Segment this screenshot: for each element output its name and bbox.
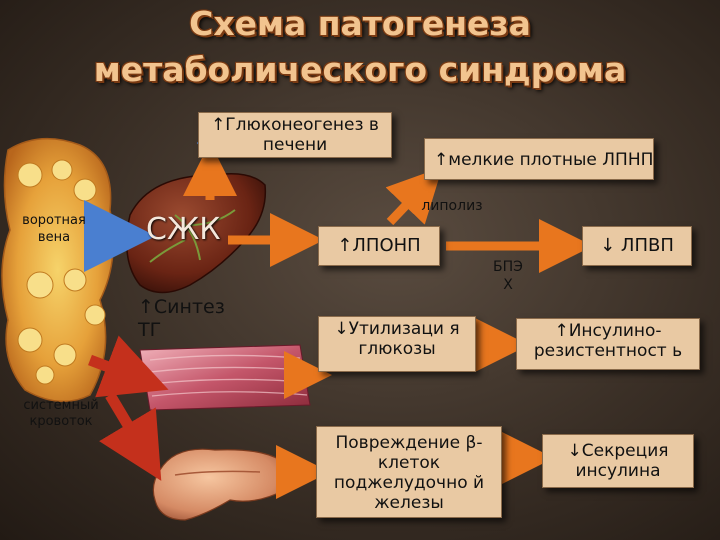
box-small-dense-ldl: ↑мелкие плотные ЛПНП	[424, 138, 654, 182]
box-hdl: ↓ ЛПВП	[582, 226, 692, 266]
box-insulin-resistance: ↑Инсулино- резистентност ь	[516, 318, 700, 370]
arrow-systemic-to-pancreas	[99, 392, 162, 481]
box-beta-cell-damage: Повреждение β-клеток поджелудочно й желе…	[316, 426, 502, 518]
box-small-dense-ldl-bg	[424, 138, 654, 180]
label-tg-synthesis: ↑Синтез ТГ	[138, 296, 225, 341]
label-cetp: БПЭ Х	[493, 259, 523, 293]
pancreas-image	[152, 448, 292, 521]
label-ffa: СЖК	[146, 212, 221, 247]
label-lipolysis: липолиз	[421, 198, 483, 214]
arrow-systemic-to-muscle	[88, 335, 169, 398]
label-portal-vein: воротная вена	[22, 213, 86, 245]
arrow-vldl-to-ldl	[385, 166, 443, 226]
title-line-1: Схема патогенеза	[189, 4, 531, 43]
title-line-2: метаболического синдрома	[93, 50, 627, 89]
label-systemic-circulation: системный кровоток	[23, 398, 99, 429]
box-gluconeogenesis: ↑Глюконеогенез в печени	[198, 112, 392, 158]
box-insulin-secretion: ↓Секреция инсулина	[542, 434, 694, 488]
box-small-dense-ldl-text: ↑мелкие плотные ЛПНП	[434, 150, 654, 170]
box-vldl: ↑ЛПОНП	[318, 226, 440, 266]
box-glucose-utilization: ↓Утилизаци я глюкозы	[318, 316, 476, 372]
